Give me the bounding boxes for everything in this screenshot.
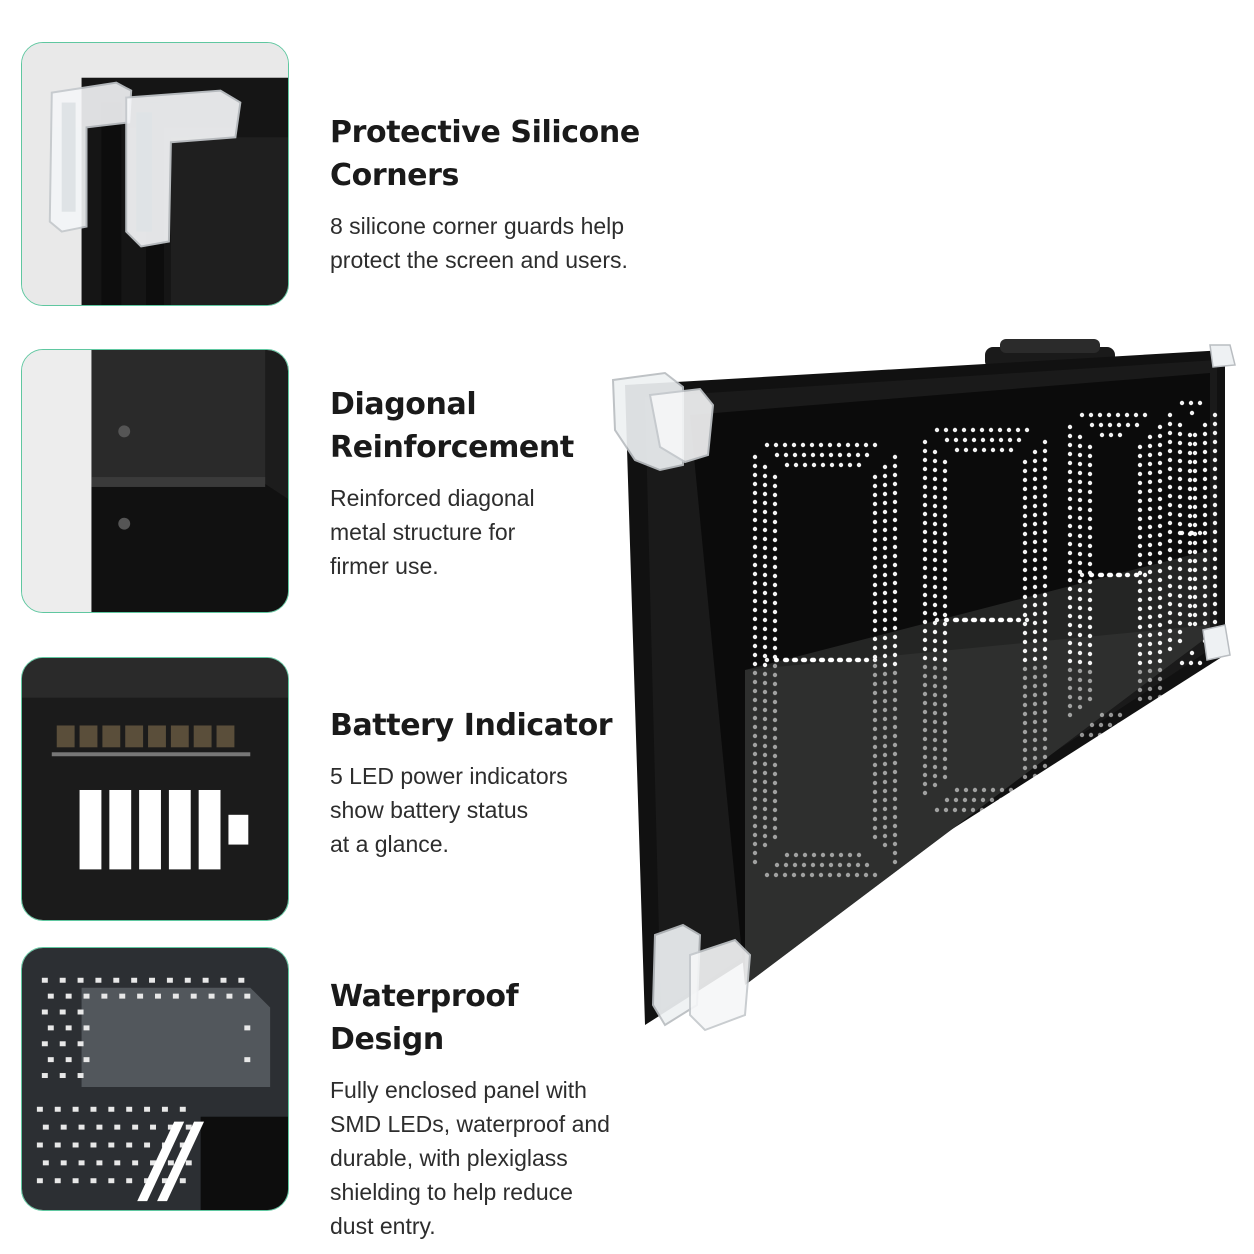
- feature-description-line: protect the screen and users.: [330, 247, 628, 273]
- led-digit: [922, 427, 1048, 813]
- feature-title-line: Reinforcement: [330, 430, 574, 465]
- feature-title: Diagonal Reinforcement: [330, 383, 590, 469]
- feature-description-line: 8 silicone corner guards help: [330, 213, 625, 239]
- feature-description-line: SMD LEDs, waterproof and: [330, 1111, 610, 1137]
- feature-description-line: at a glance.: [330, 831, 449, 857]
- feature-title: Protective Silicone Corners: [330, 115, 640, 193]
- feature-title: Battery Indicator: [330, 708, 613, 743]
- led-digit: [752, 442, 898, 878]
- led-digit: [1067, 412, 1163, 738]
- feature-battery-indicator: Battery Indicator 5 LED power indicators…: [330, 704, 620, 861]
- feature-diagonal-reinforcement: Diagonal Reinforcement Reinforced diagon…: [330, 383, 590, 583]
- led-digit: [1167, 400, 1218, 666]
- smd-led-image: [21, 947, 289, 1211]
- feature-description: 5 LED power indicators show battery stat…: [330, 759, 620, 861]
- feature-description-line: show battery status: [330, 797, 529, 823]
- feature-description: Fully enclosed panel with SMD LEDs, wate…: [330, 1073, 620, 1243]
- feature-description: Reinforced diagonal metal structure for …: [330, 481, 590, 583]
- feature-description: 8 silicone corner guards help protect th…: [330, 209, 750, 277]
- silicone-corner-image: [21, 42, 289, 306]
- feature-description-line: shielding to help reduce: [330, 1179, 573, 1205]
- feature-silicone-corners: Protective Silicone Corners 8 silicone c…: [330, 111, 750, 277]
- feature-title-line: Diagonal: [330, 387, 477, 422]
- battery-indicator-image: [21, 657, 289, 921]
- feature-description-line: Fully enclosed panel with: [330, 1077, 587, 1103]
- feature-waterproof-design: Waterproof Design Fully enclosed panel w…: [330, 975, 620, 1243]
- scoreboard-product-image: [605, 335, 1245, 1035]
- feature-description-line: dust entry.: [330, 1213, 436, 1239]
- feature-description-line: durable, with plexiglass: [330, 1145, 568, 1171]
- feature-title: Waterproof Design: [330, 979, 519, 1057]
- feature-description-line: metal structure for: [330, 519, 516, 545]
- feature-description-line: Reinforced diagonal: [330, 485, 535, 511]
- feature-description-line: firmer use.: [330, 553, 439, 579]
- reinforcement-image: [21, 349, 289, 613]
- feature-description-line: 5 LED power indicators: [330, 763, 568, 789]
